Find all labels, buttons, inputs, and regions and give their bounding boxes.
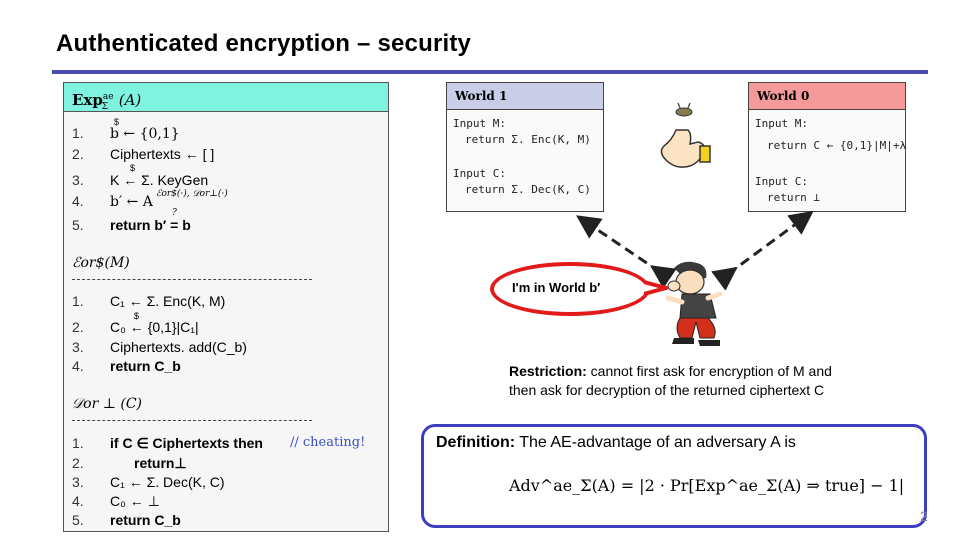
restriction-label: Restriction: [509, 363, 587, 379]
exp-line-3: 3.K ← Σ. KeyGen [72, 172, 209, 188]
exp-line-5: 5.return b′ = b [72, 217, 191, 233]
speech-bubble [490, 262, 650, 316]
world-0-line: Input C: [755, 175, 808, 188]
dec-oracle-name: 𝒟or ⊥ (C) [72, 396, 142, 412]
definition-body: The AE-advantage of an adversary A is [515, 434, 796, 451]
advantage-formula: Adv^ae_Σ(A) = |2 · Pr[Exp^ae_Σ(A) ⇒ true… [509, 476, 905, 495]
enc-line-2: 2.C₀ ← {0,1}|C₁| [72, 319, 199, 335]
world-0-title: World 0 [749, 83, 905, 110]
coin-flip-hand-icon [660, 102, 711, 168]
restriction-note: Restriction: cannot first ask for encryp… [509, 362, 832, 400]
restriction-line-1: cannot first ask for encryption of M and [586, 363, 832, 379]
world-0-line: return C ← {0,1}|M|+λ [767, 139, 907, 152]
dashed-divider [72, 279, 312, 280]
dec-line-1: 1.if C ∈ Ciphertexts then [72, 435, 263, 451]
enc-line-1: 1.C₁ ← Σ. Enc(K, M) [72, 293, 226, 309]
enc-line-3: 3.Ciphertexts. add(C_b) [72, 339, 247, 355]
exp-line-4: 4.b′ ← A [72, 193, 153, 210]
experiment-header-name: Exp [72, 91, 103, 109]
title-rule [52, 70, 928, 74]
slide-title: Authenticated encryption – security [56, 30, 472, 57]
dashed-divider [72, 420, 312, 421]
world-1-title: World 1 [447, 83, 603, 110]
world-0-box: World 0 Input M: return C ← {0,1}|M|+λ I… [748, 82, 906, 212]
dec-line-3: 3.C₁ ← Σ. Dec(K, C) [72, 474, 225, 490]
adversary-character-icon [665, 261, 723, 346]
definition-text: Definition: The AE-advantage of an adver… [436, 434, 796, 452]
dec-line-2: 2.return⊥ [72, 455, 187, 471]
restriction-line-2: then ask for decryption of the returned … [509, 382, 825, 398]
experiment-header: ExpaeΣ (A) [64, 83, 388, 112]
exp-line-1: 1.b ← {0,1} [72, 125, 180, 142]
equality-check-mark: ? [172, 208, 177, 218]
experiment-header-arg: (A) [118, 91, 142, 109]
dec-line-5: 5.return C_b [72, 512, 181, 528]
enc-line-4: 4.return C_b [72, 358, 181, 374]
world-1-box: World 1 Input M: return Σ. Enc(K, M) Inp… [446, 82, 604, 212]
world-1-line: Input M: [453, 117, 506, 130]
definition-label: Definition: [436, 434, 516, 451]
speech-bubble-text: I'm in World b′ [512, 280, 601, 295]
world-1-line: return Σ. Dec(K, C) [465, 183, 591, 196]
world-0-line: Input M: [755, 117, 808, 130]
oracle-superscript: ℰor$(·), 𝒟or⊥(·) [156, 189, 228, 199]
enc-oracle-name: ℰor$(M) [72, 255, 130, 271]
world-1-line: return Σ. Enc(K, M) [465, 133, 591, 146]
world-0-line: return ⊥ [767, 191, 820, 204]
experiment-header-sup: ae [102, 92, 114, 102]
sample-dollar: $ [114, 117, 120, 127]
sample-dollar: $ [130, 163, 136, 173]
exp-line-2: 2.Ciphertexts ← [ ] [72, 146, 215, 162]
experiment-panel: ExpaeΣ (A) $ 1.b ← {0,1} 2.Ciphertexts ←… [63, 82, 389, 532]
definition-box [421, 424, 927, 528]
dec-line-4: 4.C₀ ← ⊥ [72, 493, 160, 509]
sample-dollar: $ [134, 311, 140, 321]
speech-bubble-tail [644, 280, 668, 296]
cheating-comment: // cheating! [290, 435, 366, 450]
experiment-header-sub: Σ [101, 102, 108, 112]
world-1-line: Input C: [453, 167, 506, 180]
page-number: 2 [920, 508, 928, 524]
